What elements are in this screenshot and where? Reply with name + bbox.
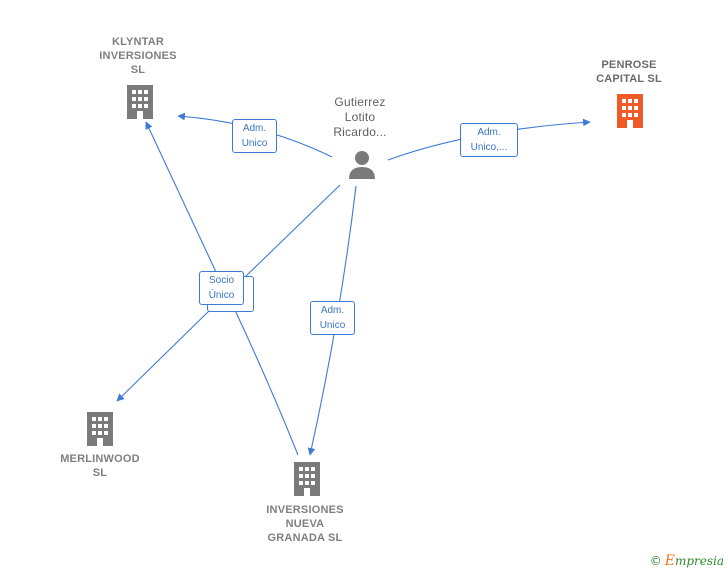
node-label-merlinwood[interactable]: MERLINWOOD SL: [60, 453, 140, 479]
edge-person-socio: [244, 184, 341, 278]
building-icon[interactable]: [291, 461, 323, 497]
edge-label-socio-unico[interactable]: Socio Único: [199, 271, 244, 305]
edge-label-adm-unico-penrose[interactable]: Adm. Unico,...: [460, 123, 518, 157]
brand-e-letter: E: [664, 553, 675, 569]
brand-name: mpresia: [674, 554, 724, 568]
building-icon[interactable]: [84, 411, 116, 447]
building-icon[interactable]: [614, 93, 646, 129]
edge-label-adm-unico-granada[interactable]: Adm. Unico: [310, 301, 355, 335]
edge-socio-klyntar: [145, 121, 217, 273]
edge-socio-granada: [233, 307, 299, 456]
copyright-icon: ©: [649, 554, 662, 568]
person-icon[interactable]: [346, 148, 378, 180]
node-label-penrose[interactable]: PENROSE CAPITAL SL: [596, 59, 662, 85]
node-label-klyntar[interactable]: KLYNTAR INVERSIONES SL: [99, 36, 177, 76]
edge-label-adm-unico-klyntar[interactable]: Adm. Unico: [232, 119, 277, 153]
empresia-logo: ©Empresia: [650, 553, 724, 569]
node-label-person[interactable]: Gutierrez Lotito Ricardo...: [333, 95, 387, 139]
edge-socio-merlinwood: [116, 307, 213, 402]
building-icon[interactable]: [124, 84, 156, 120]
node-label-granada[interactable]: INVERSIONES NUEVA GRANADA SL: [266, 504, 344, 544]
